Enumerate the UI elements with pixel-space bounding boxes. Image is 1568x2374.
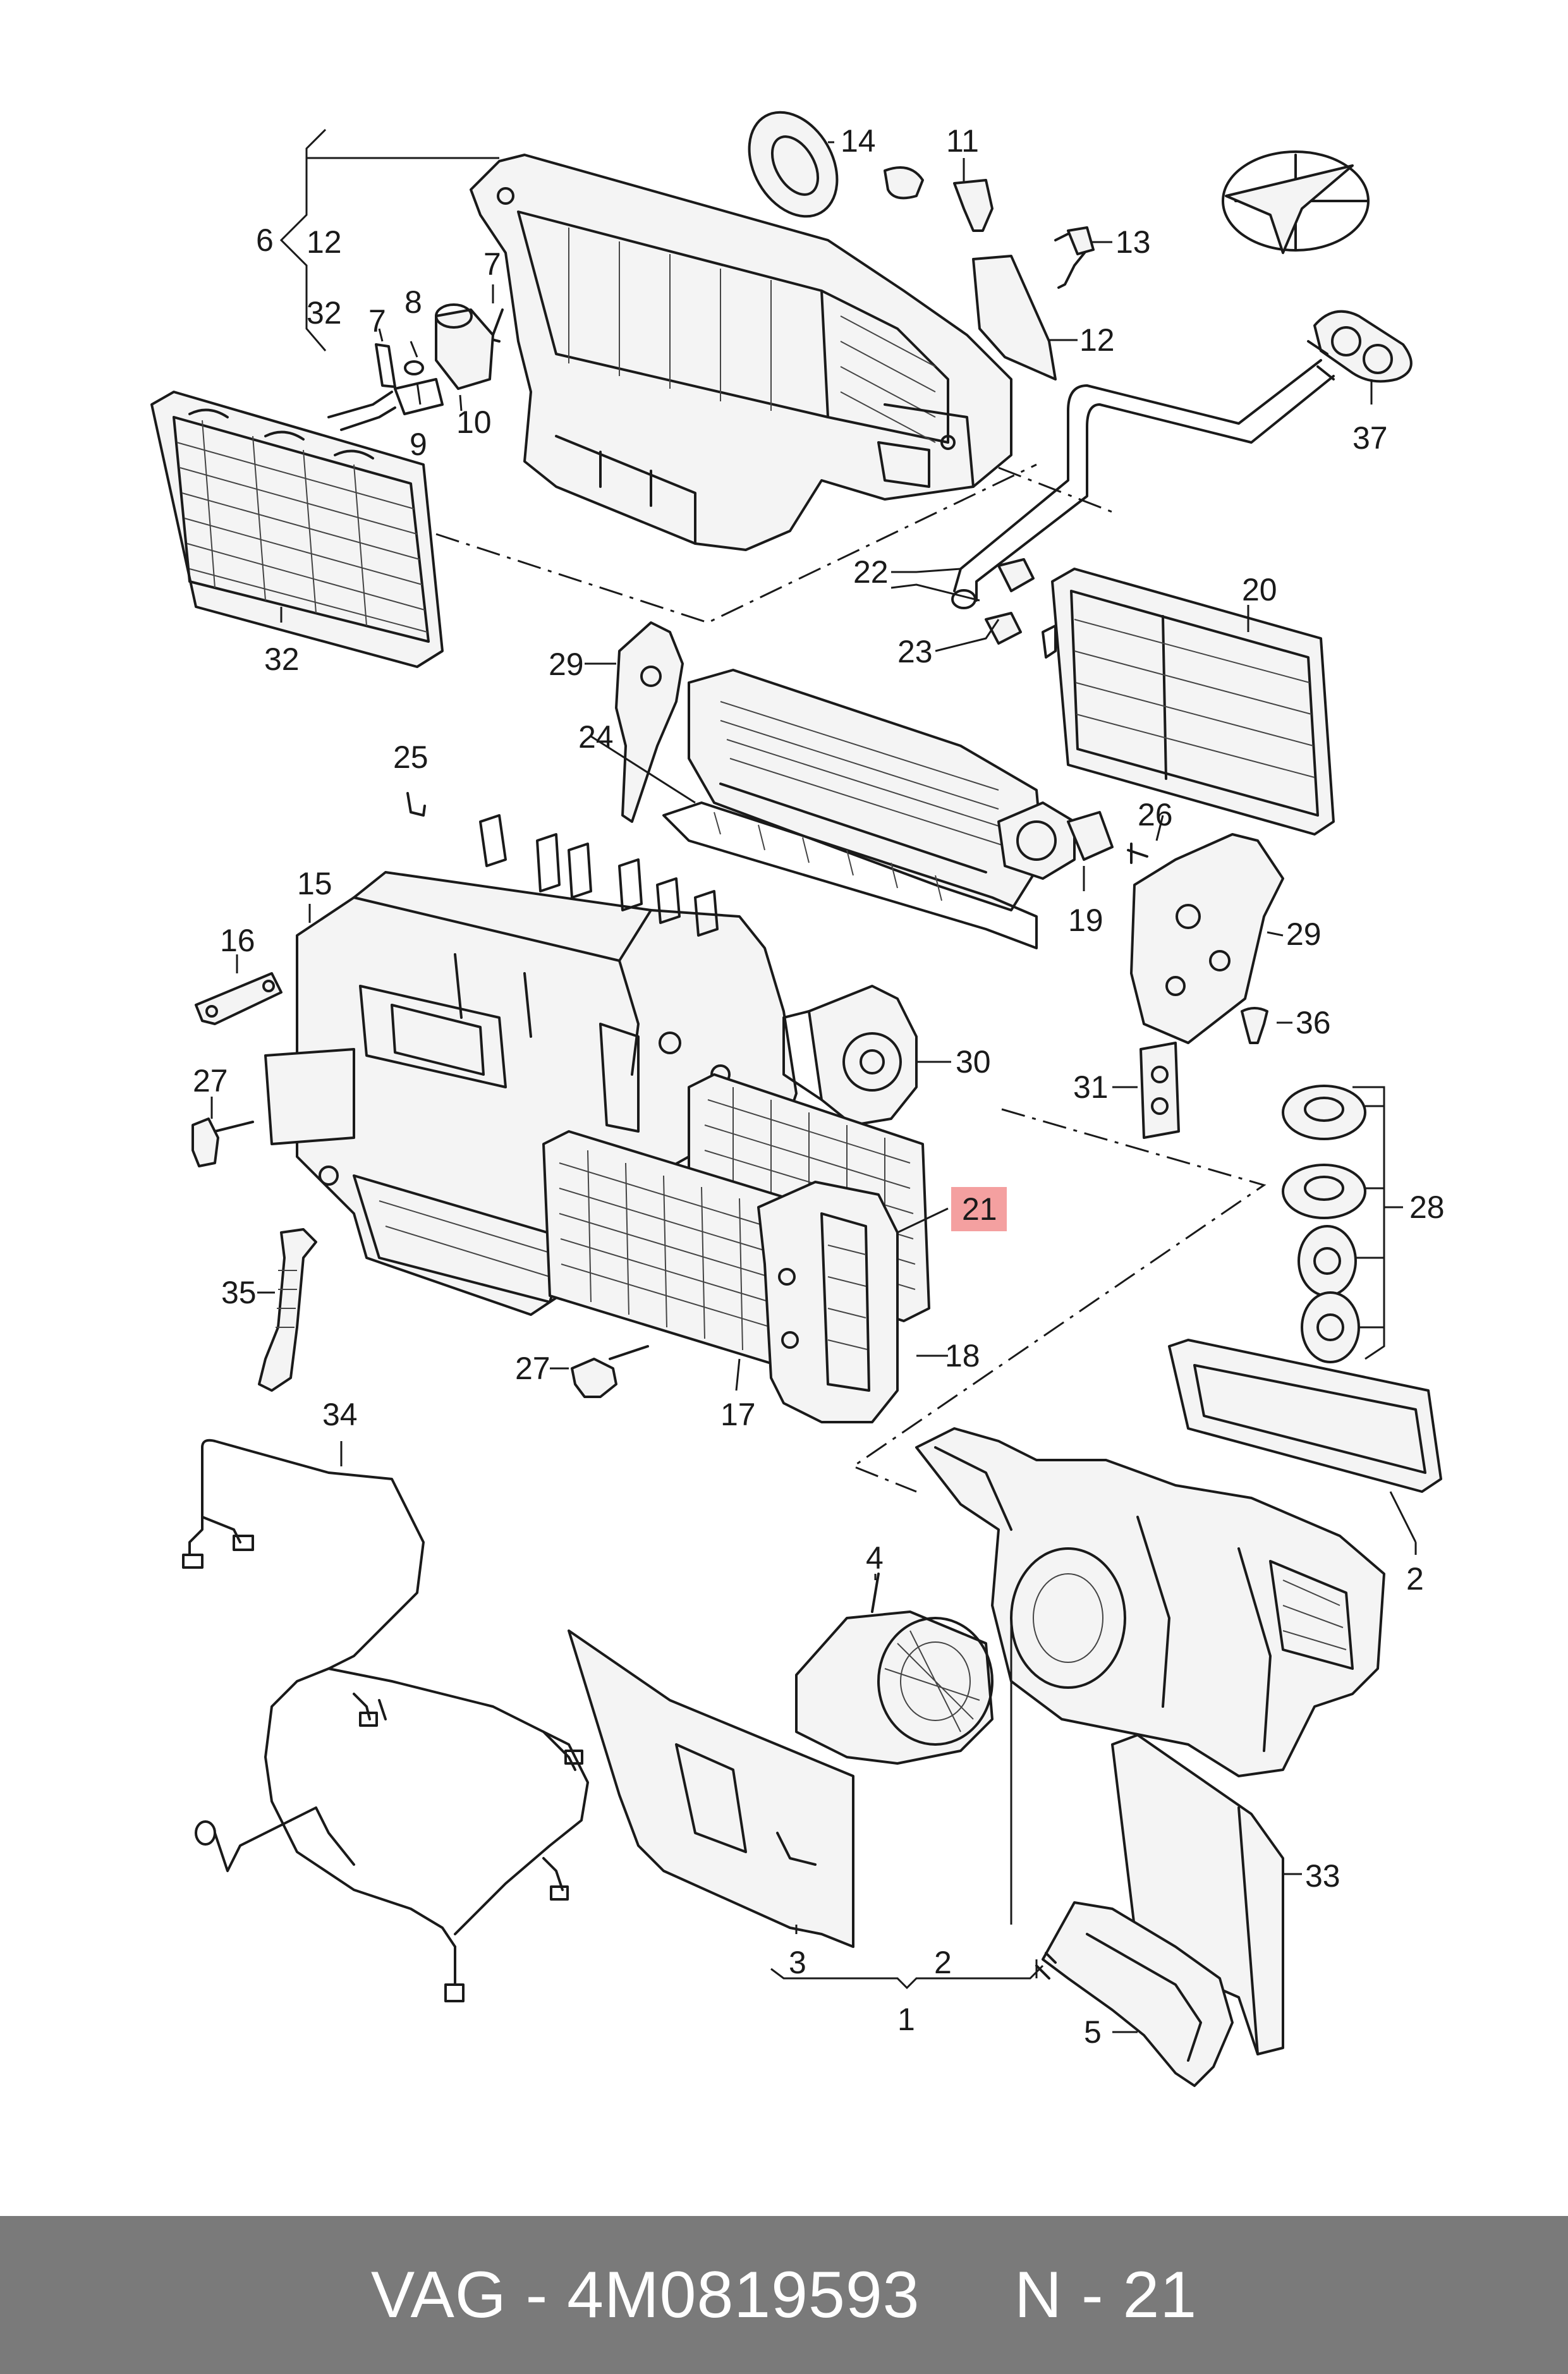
label-27a: 27: [193, 1063, 228, 1099]
part-31-cover: [1140, 1042, 1180, 1139]
label-12b: 12: [1079, 322, 1115, 358]
label-20: 20: [1242, 572, 1277, 607]
part-2-seal-frame: [1168, 1339, 1442, 1493]
label-12a: 12: [307, 224, 342, 260]
part-number-text: VAG - 4M0819593 N - 21: [370, 2258, 1198, 2332]
part-34-wiring-harness: [182, 1439, 589, 2002]
label-8: 8: [404, 284, 422, 320]
label-37: 37: [1352, 420, 1388, 456]
label-10: 10: [456, 405, 492, 440]
part-11-sensor: [884, 166, 994, 232]
part-10-expansion-valve: [435, 303, 494, 390]
label-23: 23: [897, 634, 933, 669]
part-30-actuator-motor: [782, 985, 918, 1126]
label-7a: 7: [368, 303, 386, 339]
part-37-gasket: [1313, 310, 1413, 383]
part-22-pipe: [951, 340, 1335, 609]
label-13: 13: [1115, 224, 1151, 260]
label-5: 5: [1084, 2014, 1102, 2050]
label-14: 14: [841, 123, 876, 159]
part-20-heat-exchanger: [1042, 568, 1335, 836]
label-33: 33: [1305, 1858, 1340, 1894]
label-28: 28: [1409, 1190, 1445, 1225]
label-34: 34: [322, 1397, 358, 1432]
part-3-insulation-panel: [568, 1629, 854, 1948]
part-16-bracket: [195, 972, 283, 1025]
label-29a: 29: [549, 647, 584, 682]
part-6-upper-housing: [470, 154, 1012, 551]
part-29-bracket-right: [1130, 833, 1284, 1044]
part-15-upper-studs: [479, 814, 719, 937]
part-33-pollen-filter: [1111, 1734, 1284, 2055]
label-27b: 27: [515, 1351, 550, 1386]
part-28-actuators: [1282, 1085, 1366, 1363]
part-9-seal: [394, 378, 444, 415]
exploded-parts-diagram: 14 11 13 12 37 6 12 32 7 8 7 9 10 32 22 …: [150, 111, 1445, 2087]
part-8-o-ring: [404, 360, 424, 375]
label-24: 24: [578, 719, 614, 755]
label-3: 3: [789, 1945, 806, 1980]
label-16: 16: [220, 923, 255, 958]
label-36: 36: [1296, 1005, 1331, 1040]
leader-lines: [210, 128, 1417, 2033]
label-2a: 2: [1406, 1561, 1424, 1597]
label-35: 35: [221, 1275, 257, 1310]
part-19-actuator: [997, 801, 1114, 880]
part-25-clip: [406, 792, 426, 817]
part-32-evaporator: [150, 391, 444, 668]
label-15: 15: [297, 866, 332, 901]
label-11: 11: [946, 123, 979, 159]
label-32a: 32: [307, 295, 342, 331]
part-21-highlight-marker: [951, 1187, 1007, 1231]
part-27-temperature-sender-b: [571, 1345, 649, 1398]
part-7-bracket: [375, 343, 396, 388]
callout-labels: 14 11 13 12 37 6 12 32 7 8 7 9 10 32 22 …: [193, 123, 1445, 2050]
part-5-air-duct: [1035, 1901, 1234, 2087]
part-24-flap-housing: [662, 669, 1044, 949]
label-1: 1: [897, 2002, 915, 2037]
label-17: 17: [720, 1397, 756, 1432]
part-18-actuator-frame: [757, 1181, 899, 1423]
label-6: 6: [256, 222, 274, 258]
label-7b: 7: [483, 247, 501, 282]
part-27-temperature-sender: [191, 1117, 254, 1167]
label-25: 25: [393, 740, 428, 775]
part-36-screw: [1241, 1007, 1268, 1044]
brand-logo-icon: [1222, 150, 1370, 254]
part-23-clamp: [985, 558, 1035, 645]
label-22: 22: [853, 554, 889, 590]
label-31: 31: [1073, 1069, 1109, 1105]
part-2-main-housing: [915, 1427, 1385, 1777]
part-14-grommet: [748, 111, 839, 218]
label-29b: 29: [1286, 916, 1322, 952]
label-9: 9: [410, 427, 427, 462]
part-number-footer: VAG - 4M0819593 N - 21: [0, 2216, 1568, 2374]
label-4: 4: [866, 1540, 884, 1576]
part-12-air-duct: [972, 255, 1057, 380]
label-21: 21: [962, 1191, 997, 1227]
label-26: 26: [1138, 797, 1173, 832]
part-29-bracket-left: [615, 621, 684, 823]
part-26-screw: [1127, 843, 1148, 864]
label-18: 18: [945, 1338, 980, 1373]
label-30: 30: [956, 1044, 991, 1080]
label-32b: 32: [264, 642, 300, 677]
part-35-drain-hose: [258, 1228, 317, 1392]
part-4-blower-motor: [795, 1573, 994, 1765]
label-2b: 2: [934, 1945, 952, 1980]
part-13-temperature-sensor: [1054, 226, 1095, 289]
label-19: 19: [1068, 903, 1103, 938]
